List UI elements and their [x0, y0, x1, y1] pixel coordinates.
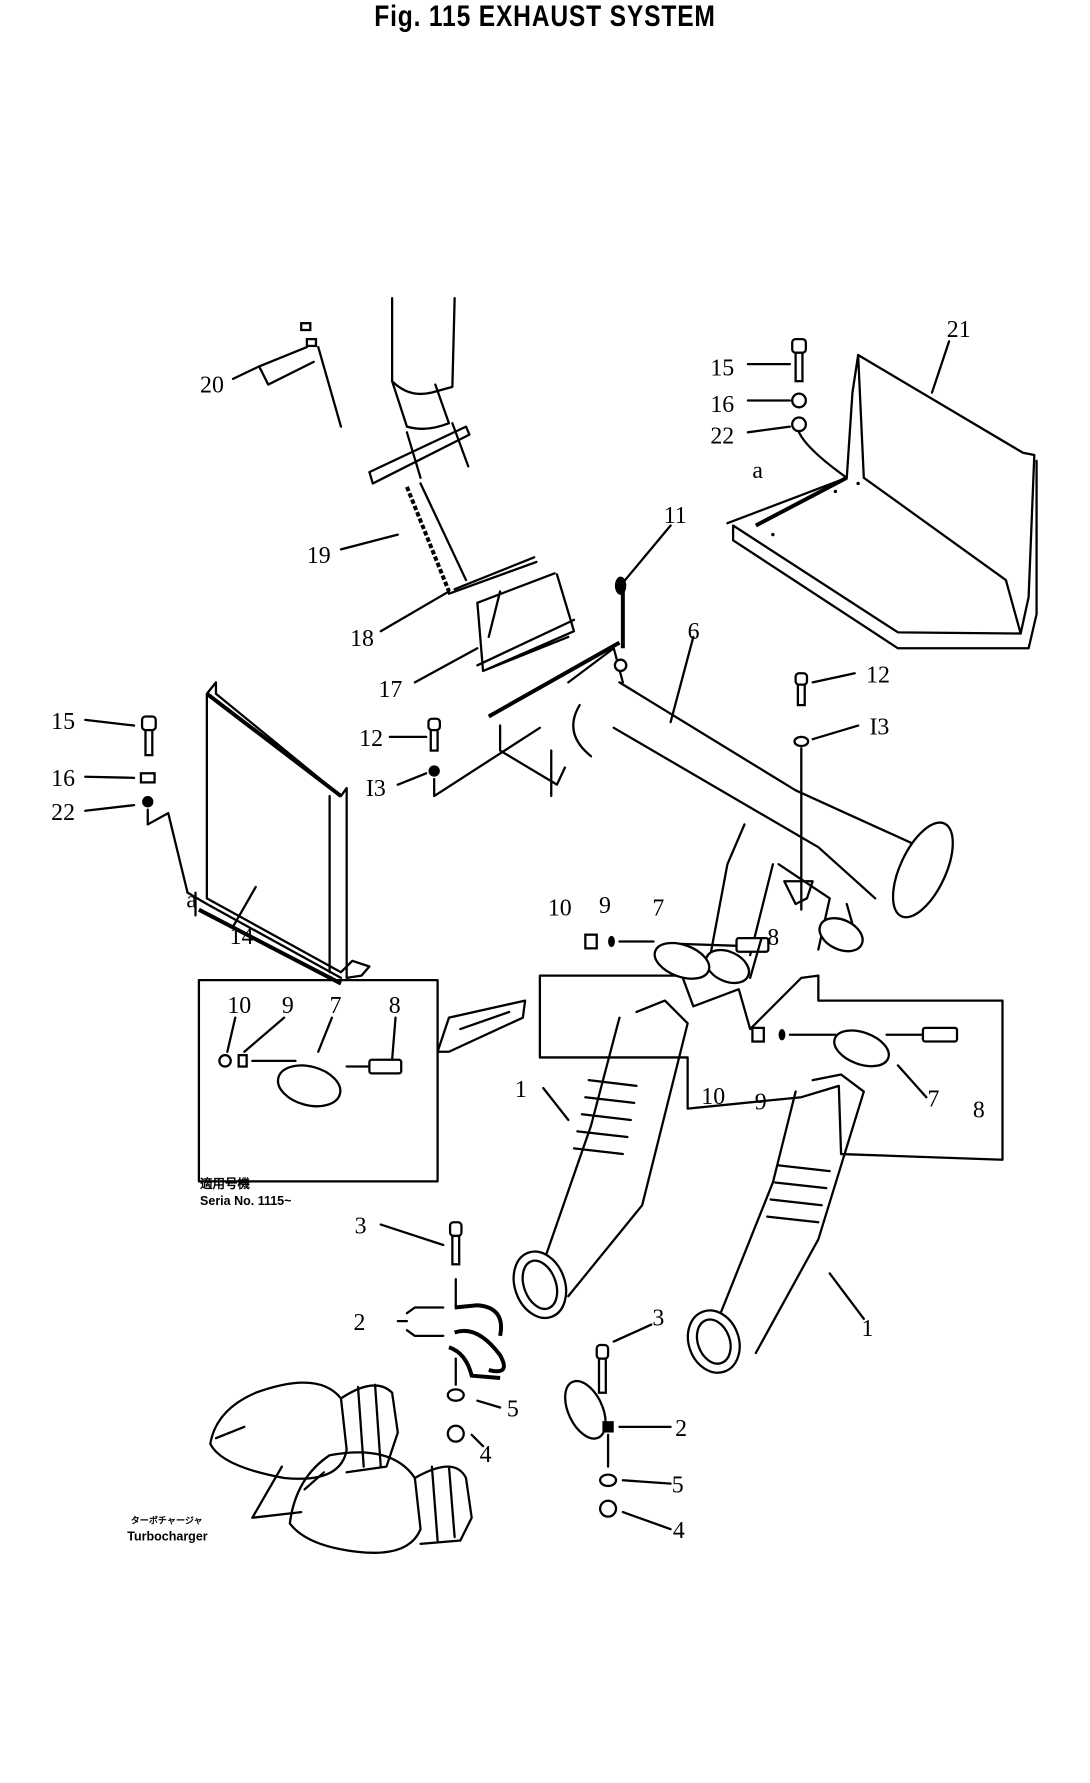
callout-18: 18 [350, 626, 374, 652]
figure-title: Fig. 115 EXHAUST SYSTEM [374, 0, 716, 33]
callout-13: I3 [869, 715, 889, 741]
exhaust-hose-left [512, 999, 689, 1320]
leader-lines [84, 340, 951, 1531]
callout-10: 10 [701, 1084, 725, 1110]
callout-4: 4 [673, 1518, 685, 1544]
callout-9: 9 [755, 1090, 767, 1116]
callout-17: 17 [378, 677, 402, 703]
turbocharger-label: Turbocharger [127, 1529, 207, 1543]
callout-16: 16 [51, 766, 75, 792]
turbocharger-upper [209, 1381, 399, 1480]
callout-a: a [752, 458, 763, 484]
callout-12: 12 [866, 662, 890, 688]
callout-1: 1 [862, 1316, 874, 1342]
bolt-12-13-left [427, 717, 542, 798]
clamp-set-right [564, 1343, 618, 1518]
callout-12: 12 [359, 726, 383, 752]
callout-9: 9 [599, 893, 611, 919]
callout-3: 3 [652, 1306, 664, 1332]
callout-3: 3 [355, 1214, 367, 1240]
callout-15: 15 [710, 355, 734, 381]
callout-9: 9 [282, 993, 294, 1019]
callout-5: 5 [672, 1473, 684, 1499]
callout-a: a [186, 887, 197, 913]
callout-labels: 20 19 18 17 11 6 21 15 16 22 a 15 16 22 … [51, 317, 985, 1544]
serial-note: Seria No. 1115~ [200, 1194, 291, 1208]
callout-8: 8 [767, 925, 779, 951]
callout-4: 4 [480, 1442, 492, 1468]
callout-10: 10 [227, 993, 251, 1019]
muffler-6 [487, 576, 954, 985]
callout-22: 22 [710, 424, 734, 450]
stack-pipe-assembly [258, 297, 576, 673]
callout-2: 2 [353, 1310, 365, 1336]
callout-6: 6 [688, 619, 700, 645]
callout-8: 8 [973, 1098, 985, 1124]
callout-22: 22 [51, 800, 75, 826]
callout-13: I3 [366, 776, 386, 802]
bolt-12-13-right [793, 672, 810, 911]
direction-arrow-icon [436, 999, 527, 1053]
callout-7: 7 [330, 993, 342, 1019]
callout-19: 19 [307, 543, 331, 569]
bracket-14 [186, 681, 371, 986]
turbocharger-leader-line [251, 1465, 303, 1519]
exhaust-hose-right [686, 1073, 865, 1374]
callout-2: 2 [675, 1416, 687, 1442]
bracket-21 [726, 353, 1038, 650]
callout-15: 15 [51, 709, 75, 735]
serial-variant-box [197, 979, 439, 1183]
serial-note-jp: 適用号機 [200, 1176, 251, 1191]
callout-14: 14 [230, 924, 254, 950]
callout-8: 8 [389, 993, 401, 1019]
callout-7: 7 [652, 895, 664, 921]
clamp-detail-box [538, 933, 1004, 1161]
callout-21: 21 [947, 317, 971, 343]
bolt-washer-set-right [791, 337, 848, 479]
bolt-washer-set-left [139, 715, 197, 917]
callout-1: 1 [515, 1077, 527, 1103]
clamp-set-left [396, 1221, 506, 1443]
turbocharger-lower [288, 1451, 473, 1554]
callout-5: 5 [507, 1397, 519, 1423]
callout-7: 7 [927, 1086, 939, 1112]
callout-16: 16 [710, 392, 734, 418]
turbocharger-label-jp: ターボチャージャ [131, 1514, 203, 1525]
callout-10: 10 [548, 895, 572, 921]
callout-20: 20 [200, 373, 224, 399]
callout-11: 11 [664, 503, 687, 529]
